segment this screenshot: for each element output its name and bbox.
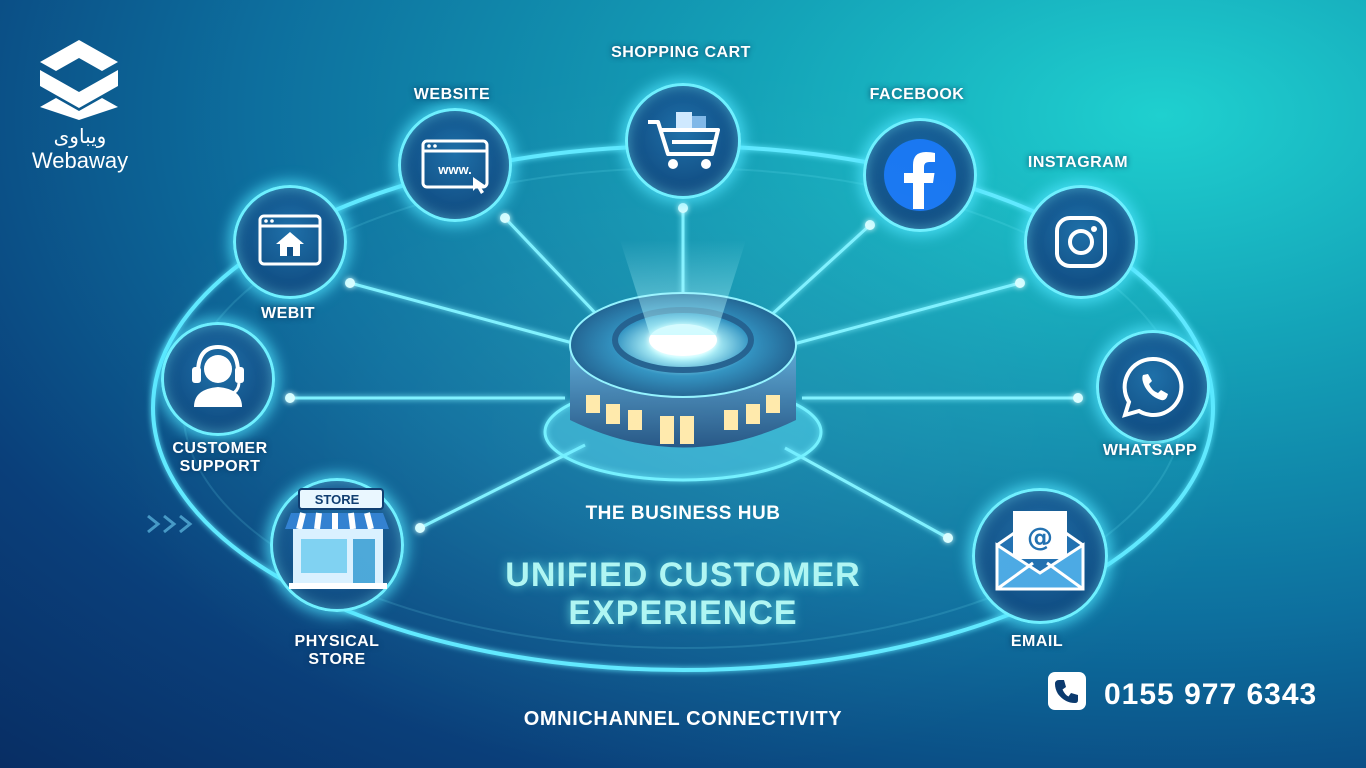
shopping-cart-icon [648, 112, 720, 169]
www-text: www. [437, 162, 471, 177]
physical-store-label: PHYSICAL STORE [272, 633, 402, 669]
whatsapp-icon [1122, 356, 1184, 418]
email-node: @ [972, 488, 1108, 624]
svg-text:@: @ [1027, 523, 1053, 553]
physical-store-node: STORE [270, 478, 404, 612]
webit-node [233, 185, 347, 299]
customer-support-text: CUSTOMER SUPPORT [172, 440, 268, 475]
customer-support-node [161, 322, 275, 436]
customer-support-label: CUSTOMER SUPPORT [150, 440, 290, 476]
footer-caption: OMNICHANNEL CONNECTIVITY [523, 708, 843, 730]
phone-number[interactable]: 0155 977 6343 [1104, 678, 1318, 711]
connection-dots [285, 203, 1083, 543]
store-sign-text: STORE [315, 492, 360, 507]
shopping-cart-node [625, 83, 741, 199]
instagram-label: INSTAGRAM [1027, 154, 1129, 171]
whatsapp-label: WHATSAPP [1102, 442, 1198, 459]
connection-lines [290, 208, 1078, 540]
webit-label: WEBIT [260, 305, 316, 322]
facebook-icon [884, 139, 956, 211]
business-hub-label: THE BUSINESS HUB [585, 503, 781, 524]
website-label: WEBSITE [413, 86, 491, 103]
headset-agent-icon [192, 344, 244, 407]
physical-store-text: PHYSICAL STORE [294, 633, 380, 668]
headline: UNIFIED CUSTOMER EXPERIENCE [505, 556, 861, 632]
website-node: www. [398, 108, 512, 222]
browser-www-icon: www. [421, 139, 489, 194]
brand-name-arabic: ويباوى [53, 124, 107, 148]
shopping-cart-label: SHOPPING CART [611, 44, 751, 61]
facebook-label: FACEBOOK [869, 86, 965, 103]
webaway-logo-icon [40, 40, 118, 120]
email-label: EMAIL [1010, 633, 1064, 650]
business-hub-building [543, 240, 823, 482]
whatsapp-node [1096, 330, 1210, 444]
browser-home-icon [258, 214, 322, 266]
storefront-icon: STORE [285, 488, 389, 589]
brand-name: Webaway [31, 148, 129, 173]
instagram-icon [1055, 216, 1107, 268]
phone-icon [1048, 672, 1086, 710]
decorative-arrows [147, 514, 193, 534]
instagram-node [1024, 185, 1138, 299]
email-envelope-icon: @ [995, 511, 1085, 591]
facebook-node [863, 118, 977, 232]
